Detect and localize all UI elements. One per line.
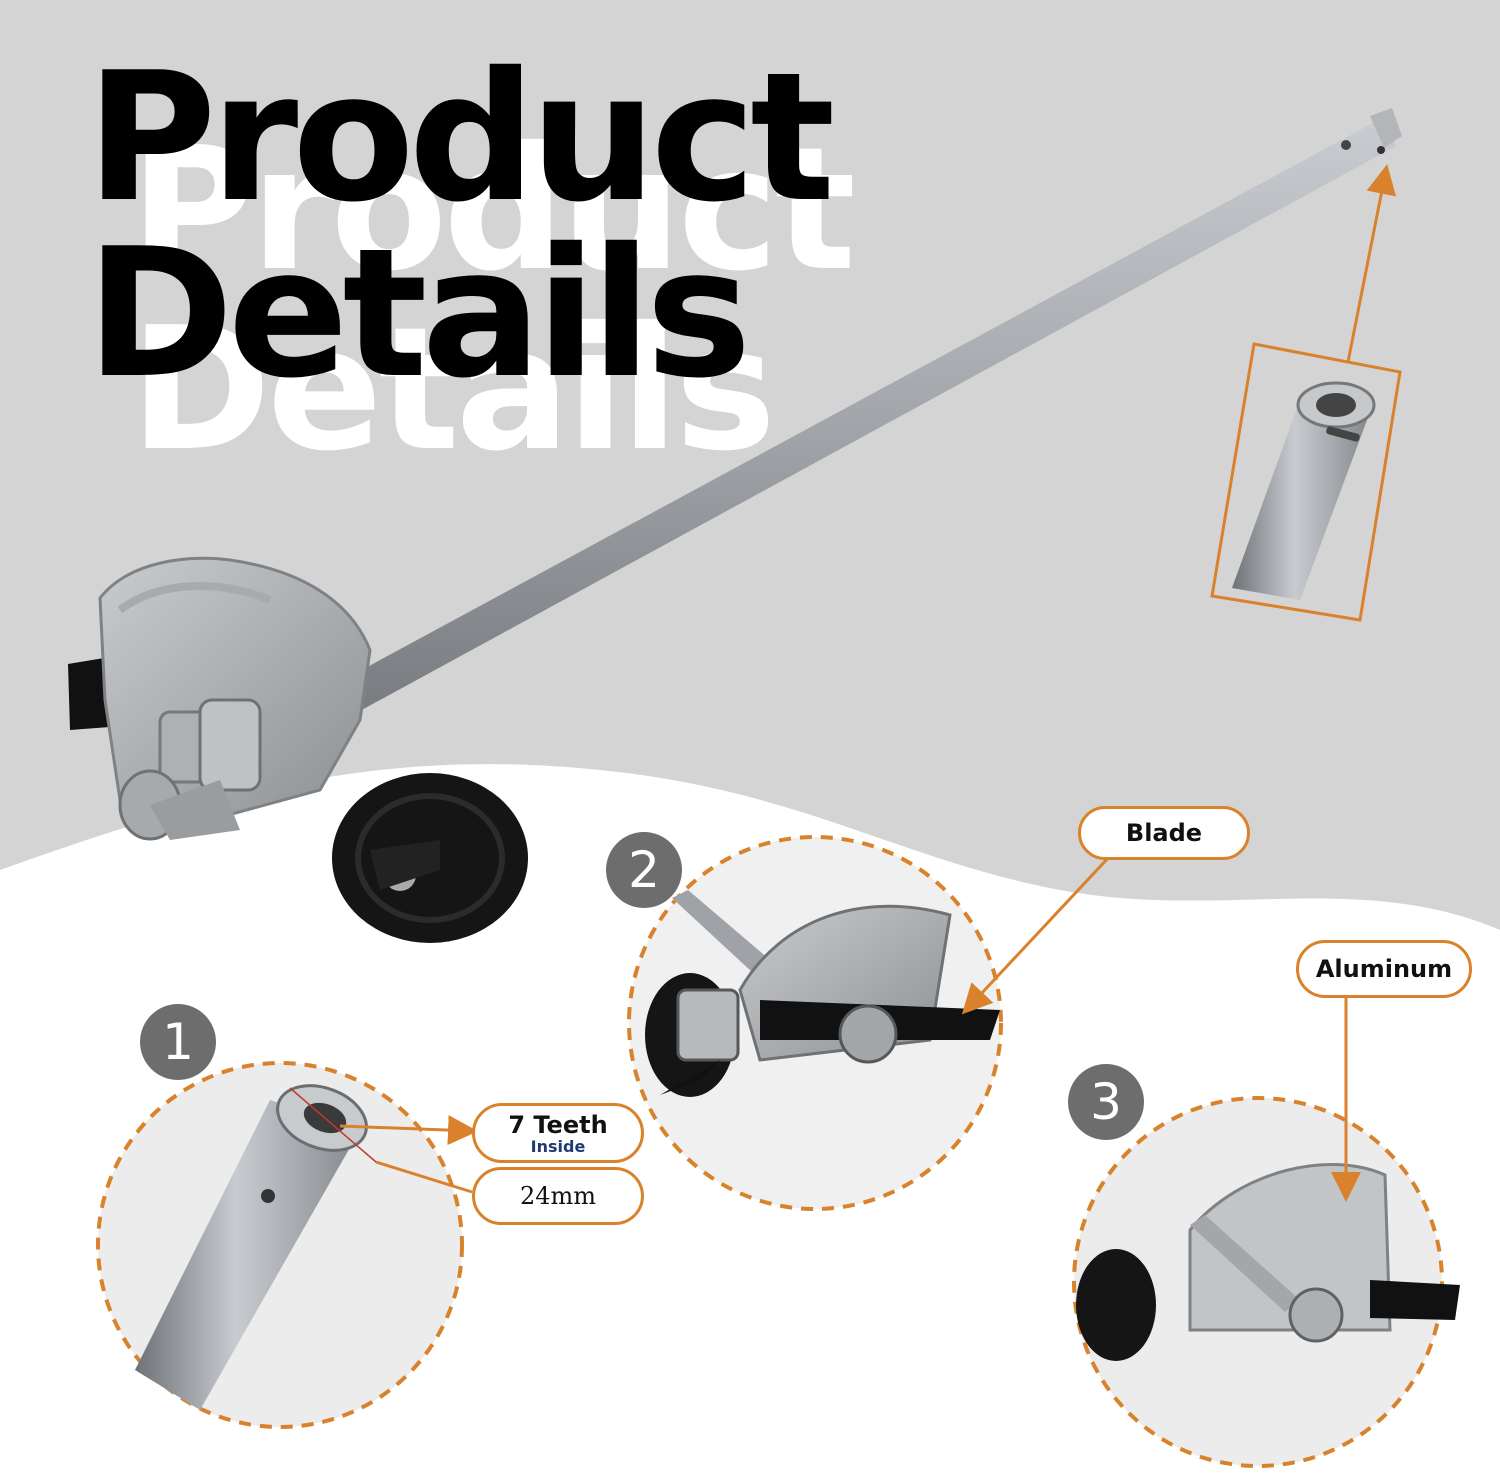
detail-circle-1 bbox=[96, 1061, 478, 1429]
badge-1: 1 bbox=[140, 1004, 216, 1080]
callout-diameter: 24mm bbox=[472, 1167, 644, 1225]
detail-circle-2 bbox=[627, 835, 1112, 1211]
title-ghost-line1: Product bbox=[130, 111, 856, 309]
shaft-group bbox=[210, 108, 1402, 784]
title-line2: Details bbox=[86, 210, 752, 417]
edger-head bbox=[68, 556, 528, 943]
inset-shaft-end bbox=[1210, 164, 1402, 622]
callout-teeth-main: 7 Teeth bbox=[508, 1111, 608, 1139]
title-ghost-line2: Details bbox=[130, 291, 776, 489]
detail-circle-3 bbox=[1072, 995, 1460, 1468]
title-ghost: Product Details bbox=[130, 120, 1500, 480]
page-title: Product Details bbox=[86, 34, 835, 417]
badge-2: 2 bbox=[606, 832, 682, 908]
callout-aluminum: Aluminum bbox=[1296, 940, 1472, 998]
callout-teeth: 7 Teeth Inside bbox=[472, 1103, 644, 1163]
title-line1: Product bbox=[86, 34, 835, 241]
callout-teeth-sub: Inside bbox=[530, 1137, 586, 1156]
callout-blade: Blade bbox=[1078, 806, 1250, 860]
badge-3: 3 bbox=[1068, 1064, 1144, 1140]
